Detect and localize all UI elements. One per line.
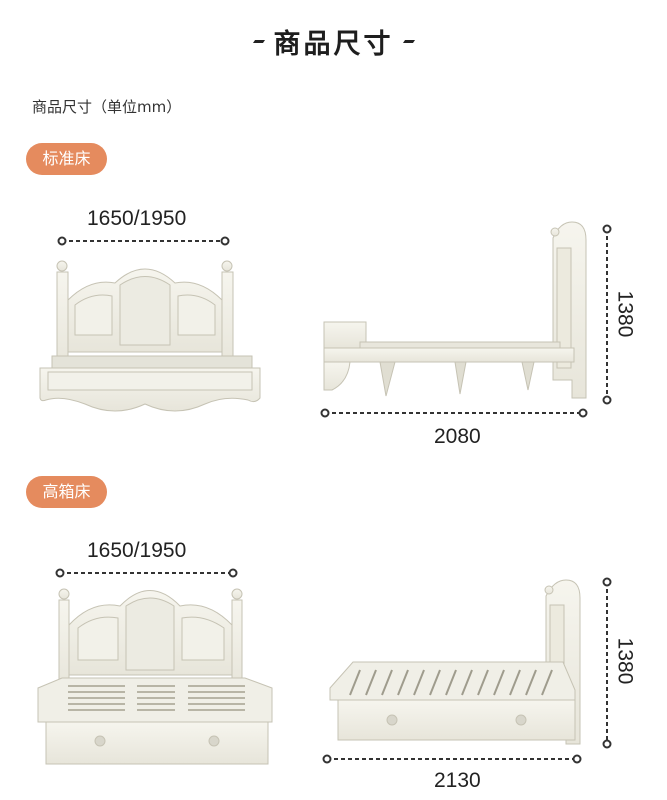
dim-side-length-standard: 2080 (434, 425, 481, 448)
storage-bed-side (329, 579, 581, 745)
dim-front-width-standard: 1650/1950 (87, 207, 187, 230)
page-title: 商品尺寸 (273, 29, 394, 60)
dim-side-length-storage: 2130 (434, 769, 481, 792)
storage-bed-front (37, 588, 273, 765)
dim-front-width-storage: 1650/1950 (87, 539, 187, 562)
badge-standard-bed: 标准床 (26, 143, 107, 175)
standard-bed-side (323, 221, 587, 399)
dimension-lines (55, 224, 612, 764)
standard-bed-front (39, 260, 261, 412)
units-note: 商品尺寸（单位mm） (32, 98, 182, 116)
page-header: 商品尺寸 (0, 22, 667, 61)
badge-storage-bed: 高箱床 (26, 476, 107, 508)
